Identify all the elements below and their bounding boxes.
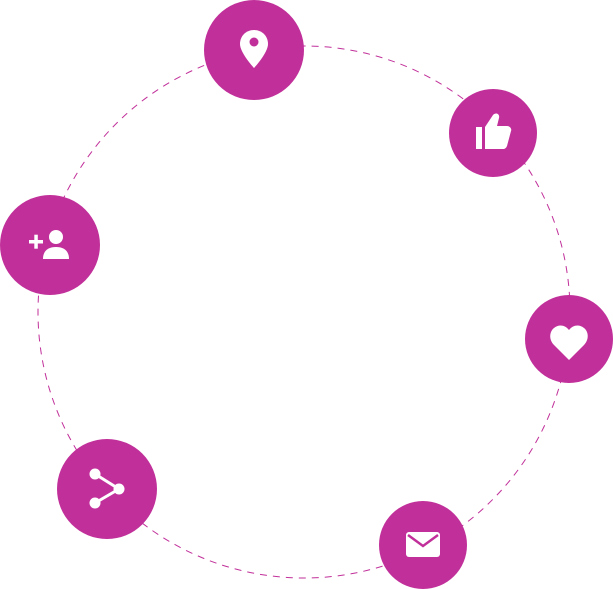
favorite-button[interactable] <box>525 295 613 383</box>
mail-button[interactable] <box>379 501 467 589</box>
add-user-icon <box>29 230 69 259</box>
share-button[interactable] <box>57 439 157 539</box>
location-pin-icon <box>240 30 268 68</box>
share-icon <box>89 468 125 509</box>
thumbs-up-icon <box>476 113 512 149</box>
like-button[interactable] <box>449 89 537 177</box>
heart-icon <box>550 325 588 360</box>
location-button[interactable] <box>204 0 304 100</box>
add-user-button[interactable] <box>0 195 100 295</box>
mail-icon <box>406 532 440 557</box>
